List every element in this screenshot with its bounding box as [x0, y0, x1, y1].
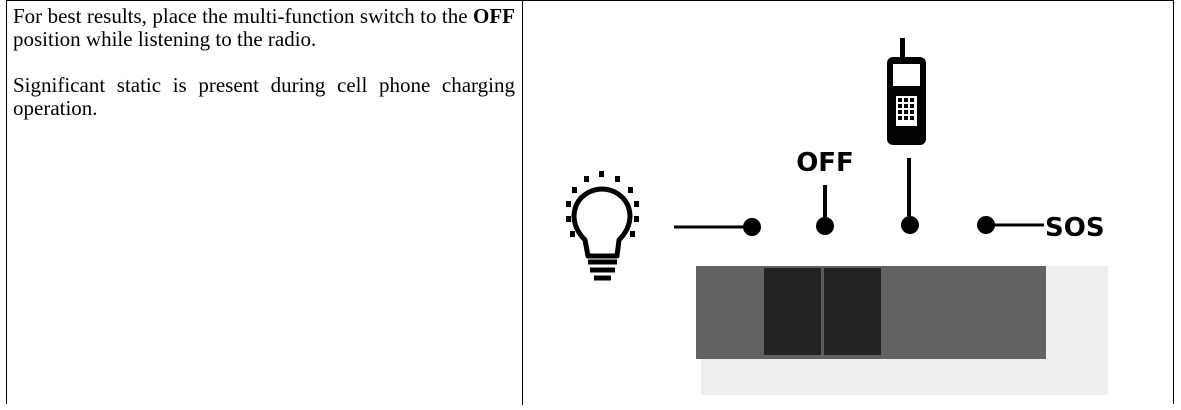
cell-phone-icon [887, 38, 926, 145]
instruction-paragraph-1: For best results, place the multi-functi… [13, 5, 515, 51]
instruction-text-cell: For best results, place the multi-functi… [13, 5, 515, 143]
charge-position-dot [901, 216, 919, 234]
sos-position-dot [977, 216, 995, 234]
off-position-dot [816, 217, 834, 235]
column-divider [522, 1, 523, 405]
switch-diagram: OFF [566, 38, 1108, 395]
switch-knob-divider [821, 268, 824, 355]
switch-diagram-cell: OFF [524, 2, 1179, 405]
para1-text-before: For best results, place the multi-functi… [13, 4, 468, 28]
para1-text-after: position while listening to the radio. [13, 27, 317, 51]
instruction-table: For best results, place the multi-functi… [6, 0, 1174, 405]
instruction-paragraph-2: Significant static is present during cel… [13, 73, 515, 120]
off-label: OFF [796, 148, 854, 178]
light-position-dot [743, 218, 761, 236]
sos-label: SOS [1045, 213, 1105, 243]
para1-bold-off: OFF [473, 4, 516, 28]
light-bulb-icon [566, 171, 639, 281]
